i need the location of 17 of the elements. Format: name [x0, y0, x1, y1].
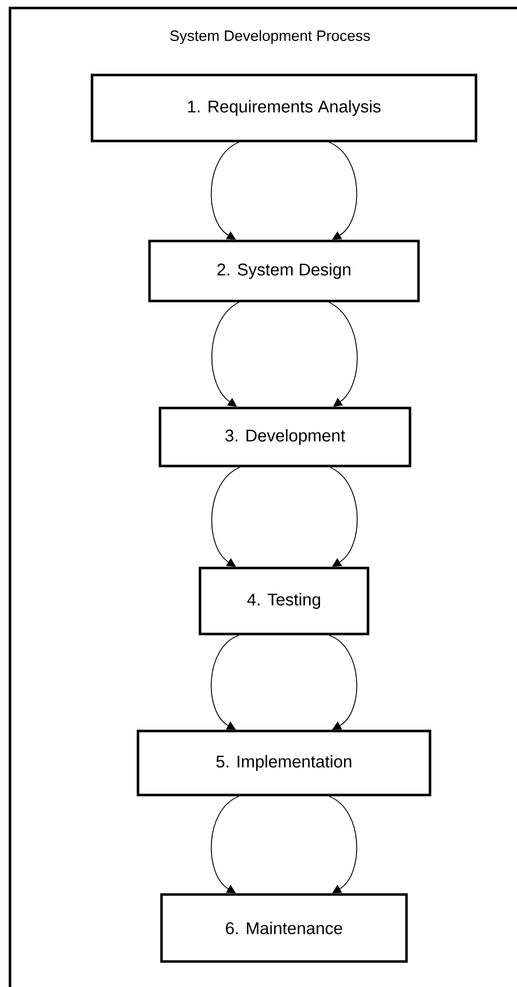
process-box: 2. System Design	[148, 240, 420, 302]
curved-arrow	[328, 302, 358, 407]
curved-arrow	[330, 466, 358, 567]
process-box: 3. Development	[158, 406, 412, 468]
curved-arrow	[210, 796, 240, 894]
process-box: 5. Implementation	[136, 730, 432, 796]
process-box: 4. Testing	[198, 566, 370, 636]
curved-arrow	[210, 634, 240, 730]
curved-arrow	[328, 142, 358, 240]
curved-arrow	[328, 796, 358, 894]
curved-arrow	[212, 302, 240, 407]
curved-arrow	[210, 142, 240, 240]
process-box: 6. Maintenance	[160, 893, 408, 963]
title: System Development Process	[170, 30, 370, 44]
curved-arrow	[328, 634, 358, 730]
curved-arrow	[211, 466, 240, 567]
process-box: 1. Requirements Analysis	[90, 74, 478, 142]
